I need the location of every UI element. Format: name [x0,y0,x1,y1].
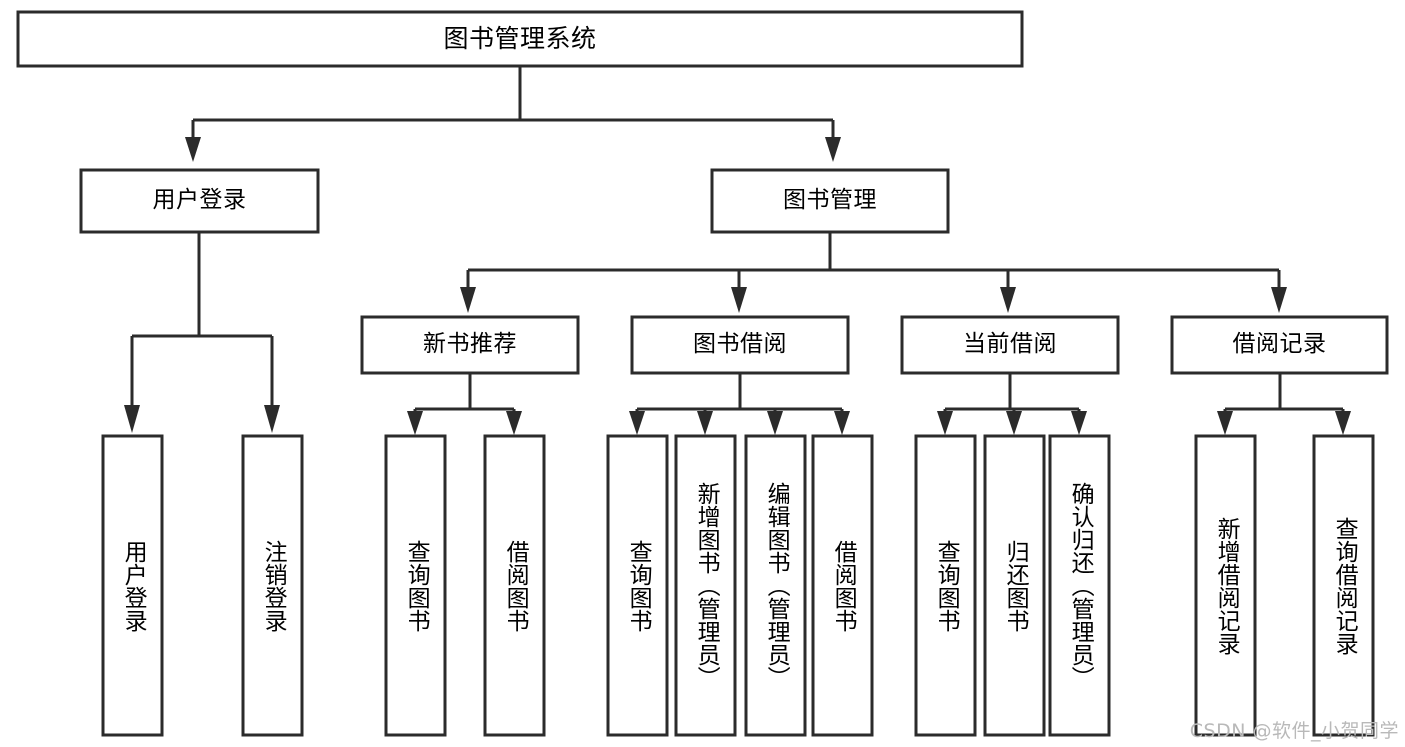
leaf-box-query-book-borrow[interactable] [606,434,669,737]
arrow-head-icon [1335,411,1351,435]
arrow-head-icon [264,405,280,433]
arrow-head-icon [834,411,850,435]
node-box-current-borrow[interactable] [900,315,1120,375]
node-box-new-book-recommend[interactable] [360,315,580,375]
arrow-head-icon [185,137,201,162]
arrow-head-icon [407,411,423,435]
connector-root-to-level2 [185,66,841,162]
node-box-book-borrow[interactable] [630,315,850,375]
connector-current-borrow-to-leaves [937,373,1087,435]
arrow-head-icon [731,287,747,313]
leaf-box-query-borrow-record[interactable] [1312,434,1375,737]
leaf-box-edit-book-admin[interactable] [744,434,807,737]
leaf-box-borrow-book-recommend[interactable] [483,434,546,737]
leaf-box-add-book-admin[interactable] [674,434,737,737]
node-box-root[interactable] [16,10,1024,68]
arrow-head-icon [460,287,476,313]
arrow-head-icon [1006,411,1022,435]
leaf-box-borrow-book[interactable] [811,434,874,737]
connector-new-book-recommend-to-leaves [407,373,522,435]
arrow-head-icon [1271,287,1287,313]
leaf-box-query-book-current[interactable] [914,434,977,737]
arrow-head-icon [767,411,783,435]
connector-user-login-to-leaves [124,232,280,433]
leaf-box-add-borrow-record[interactable] [1194,434,1257,737]
arrow-head-icon [124,405,140,433]
arrow-head-icon [937,411,953,435]
leaf-box-logout[interactable] [241,434,304,737]
arrow-head-icon [825,137,841,162]
leaf-box-user-login[interactable] [101,434,164,737]
connector-book-management-to-level3 [460,232,1287,313]
leaf-box-query-book-recommend[interactable] [384,434,447,737]
node-box-user-login[interactable] [79,168,320,234]
leaf-box-return-book[interactable] [983,434,1046,737]
leaf-box-confirm-return-admin[interactable] [1048,434,1111,737]
node-box-book-management[interactable] [710,168,950,234]
connector-book-borrow-to-leaves [629,373,850,435]
arrow-head-icon [629,411,645,435]
arrow-head-icon [506,411,522,435]
arrow-head-icon [1000,287,1016,313]
arrow-head-icon [1071,411,1087,435]
arrow-head-icon [1217,411,1233,435]
node-box-borrow-record[interactable] [1170,315,1389,375]
watermark-text: CSDN @软件_小贺同学 [1189,720,1399,742]
connector-borrow-record-to-leaves [1217,373,1351,435]
arrow-head-icon [697,411,713,435]
